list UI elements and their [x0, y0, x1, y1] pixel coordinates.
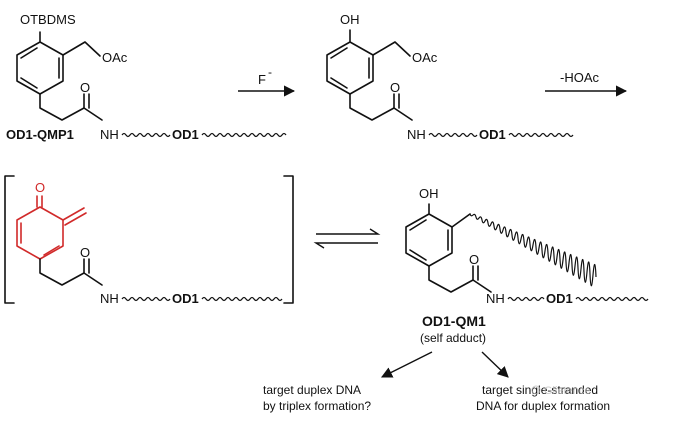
carbonyl-o-label-2: O: [390, 80, 400, 95]
oh-label-2: OH: [340, 12, 360, 27]
propanamide-chain-2: [349, 93, 413, 121]
ring-2-double-bonds: [330, 47, 370, 89]
oac-label-1: OAc: [102, 50, 128, 65]
outcome-left-line-1: target duplex DNA: [263, 383, 361, 397]
compound-1-name: OD1-QMP1: [6, 127, 74, 142]
propanamide-chain-1: [39, 93, 103, 121]
linker-wave-1a: [121, 132, 171, 138]
outcome-left: target duplex DNA by triplex formation?: [263, 383, 371, 413]
outcome-arrow-left: [380, 351, 433, 378]
ring-4-ch2: [451, 213, 471, 228]
watermark-icon: [531, 385, 541, 395]
product-amide-o-label: O: [469, 252, 479, 267]
carbonyl-1: [83, 93, 90, 109]
outcome-right-line-2: DNA for duplex formation: [476, 399, 610, 413]
od1-label-4: OD1: [546, 291, 573, 306]
oh-label-4: OH: [419, 186, 439, 201]
qm-propanamide-chain: [39, 258, 103, 286]
linker-wave-3a: [121, 296, 171, 302]
equilibrium-arrows: [313, 228, 381, 249]
qm-oxygen-label: O: [35, 180, 45, 195]
self-adduct-wavy-link: [469, 213, 597, 287]
product-name: OD1-QM1: [422, 313, 486, 329]
watermark-text: Glietence: [544, 385, 590, 397]
ring-1: [16, 31, 64, 95]
ring-4: [405, 203, 453, 267]
arrow-elimination: -HOAc: [545, 70, 628, 97]
od1-label-3: OD1: [172, 291, 199, 306]
ring-2: [326, 29, 374, 95]
linker-wave-4a: [507, 296, 545, 302]
linker-wave-3b: [201, 296, 283, 302]
qm-amide-o-label: O: [80, 245, 90, 260]
arrow-fluoride: F -: [238, 65, 296, 97]
nh-label-2: NH: [407, 127, 426, 142]
ch2oac-bond-1: [62, 41, 101, 57]
qm-ring-double-bonds: [20, 222, 60, 256]
oac-label-2: OAc: [412, 50, 438, 65]
qm-carbonyl-amide: [83, 258, 90, 274]
linker-wave-1b: [201, 132, 287, 138]
outcome-arrows: [380, 351, 509, 378]
bracket-right: [283, 175, 294, 304]
nh-label-4: NH: [486, 291, 505, 306]
nh-label-3: NH: [100, 291, 119, 306]
quinone-methide-bracketed: O O NH OD1: [4, 175, 294, 306]
compound-od1-qm1: OH O NH OD1 OD1-QM1 (self adduct): [405, 186, 649, 345]
od1-label-2: OD1: [479, 127, 506, 142]
equilibrium-reverse: [313, 242, 378, 249]
qm-exocyclic-methylene: [62, 207, 87, 226]
otbdms-label: OTBDMS: [20, 12, 76, 27]
compound-od1-qmp1: OTBDMS OAc O NH OD1 OD1-QMP1: [6, 12, 287, 142]
product-note: (self adduct): [420, 331, 486, 345]
nh-label-1: NH: [100, 127, 119, 142]
qm-ring: [16, 206, 64, 260]
linker-wave-2b: [508, 132, 574, 138]
od1-label-1: OD1: [172, 127, 199, 142]
bracket-left: [4, 175, 15, 304]
product-carbonyl: [472, 265, 479, 281]
compound-phenol-intermediate: OH OAc O NH OD1: [326, 12, 574, 142]
ring-4-double-bonds: [409, 219, 449, 261]
linker-wave-4b: [575, 296, 649, 302]
watermark: Glietence: [531, 385, 590, 397]
equilibrium-forward: [316, 228, 381, 235]
ch2oac-bond-2: [372, 41, 411, 57]
qm-carbonyl: [36, 195, 43, 208]
outcome-left-line-2: by triplex formation?: [263, 399, 371, 413]
carbonyl-o-label-1: O: [80, 80, 90, 95]
ring-1-double-bonds: [20, 47, 60, 89]
elimination-label: -HOAc: [560, 70, 600, 85]
fluoride-label: F: [258, 72, 266, 87]
outcome-arrow-right: [481, 351, 509, 378]
linker-wave-2a: [428, 132, 478, 138]
carbonyl-2: [393, 93, 400, 109]
fluoride-charge: -: [268, 65, 272, 79]
product-propanamide-chain: [428, 265, 492, 293]
